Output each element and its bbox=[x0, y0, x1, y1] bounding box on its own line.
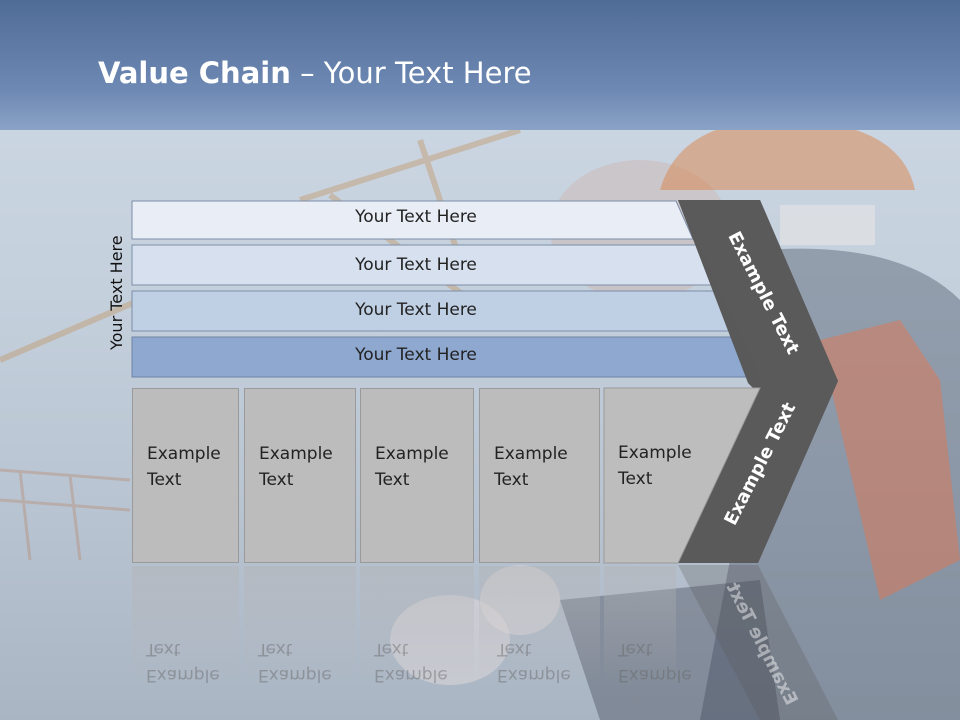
box-5-line1: Example bbox=[618, 443, 692, 463]
row-1-text: Your Text Here bbox=[355, 207, 477, 227]
box-4-refl-line1: Example bbox=[497, 665, 571, 685]
box-2-line2: Text bbox=[259, 470, 294, 490]
box-3-refl-line2: Text bbox=[374, 639, 409, 659]
box-5-refl-line2: Text bbox=[618, 639, 653, 659]
box-4: Example Text bbox=[479, 388, 600, 563]
box-2-refl-line2: Text bbox=[258, 639, 293, 659]
box-5-shape bbox=[603, 387, 761, 564]
box-3-line2: Text bbox=[375, 470, 410, 490]
box-2-line1: Example bbox=[259, 444, 333, 464]
box-4-line2: Text bbox=[494, 470, 529, 490]
box-1-reflection bbox=[132, 566, 239, 686]
box-4-reflection-text: Example Text bbox=[497, 636, 571, 688]
box-5-reflection bbox=[604, 566, 676, 686]
box-1-refl-line2: Text bbox=[146, 639, 181, 659]
box-1: Example Text bbox=[132, 388, 239, 563]
box-5-reflection-text: Example Text bbox=[618, 636, 692, 688]
box-1-line1: Example bbox=[147, 444, 221, 464]
chevron-fill bbox=[678, 200, 838, 563]
row-4-text: Your Text Here bbox=[355, 345, 477, 365]
box-4-line1: Example bbox=[494, 444, 568, 464]
row-3-text: Your Text Here bbox=[355, 300, 477, 320]
box-1-refl-line1: Example bbox=[146, 665, 220, 685]
box-3-reflection-text: Example Text bbox=[374, 636, 448, 688]
box-3-line1: Example bbox=[375, 444, 449, 464]
box-3-reflection bbox=[360, 566, 474, 686]
row-2-text: Your Text Here bbox=[355, 255, 477, 275]
box-3-refl-line1: Example bbox=[374, 665, 448, 685]
box-2-refl-line1: Example bbox=[258, 665, 332, 685]
title-bold: Value Chain bbox=[98, 56, 291, 90]
box-1-line2: Text bbox=[147, 470, 182, 490]
box-4-reflection bbox=[479, 566, 600, 686]
box-5-text: Example Text bbox=[618, 440, 692, 492]
title-rest: – Your Text Here bbox=[290, 56, 532, 90]
chevron-reflection bbox=[678, 565, 838, 720]
box-2: Example Text bbox=[244, 388, 356, 563]
box-1-reflection-text: Example Text bbox=[146, 636, 220, 688]
box-2-reflection bbox=[244, 566, 356, 686]
box-4-refl-line2: Text bbox=[497, 639, 532, 659]
box-5-refl-line1: Example bbox=[618, 665, 692, 685]
slide-title: Value Chain – Your Text Here bbox=[98, 56, 532, 90]
box-5-line2: Text bbox=[618, 469, 653, 489]
box-2-reflection-text: Example Text bbox=[258, 636, 332, 688]
box-3: Example Text bbox=[360, 388, 474, 563]
header-band bbox=[0, 0, 960, 130]
